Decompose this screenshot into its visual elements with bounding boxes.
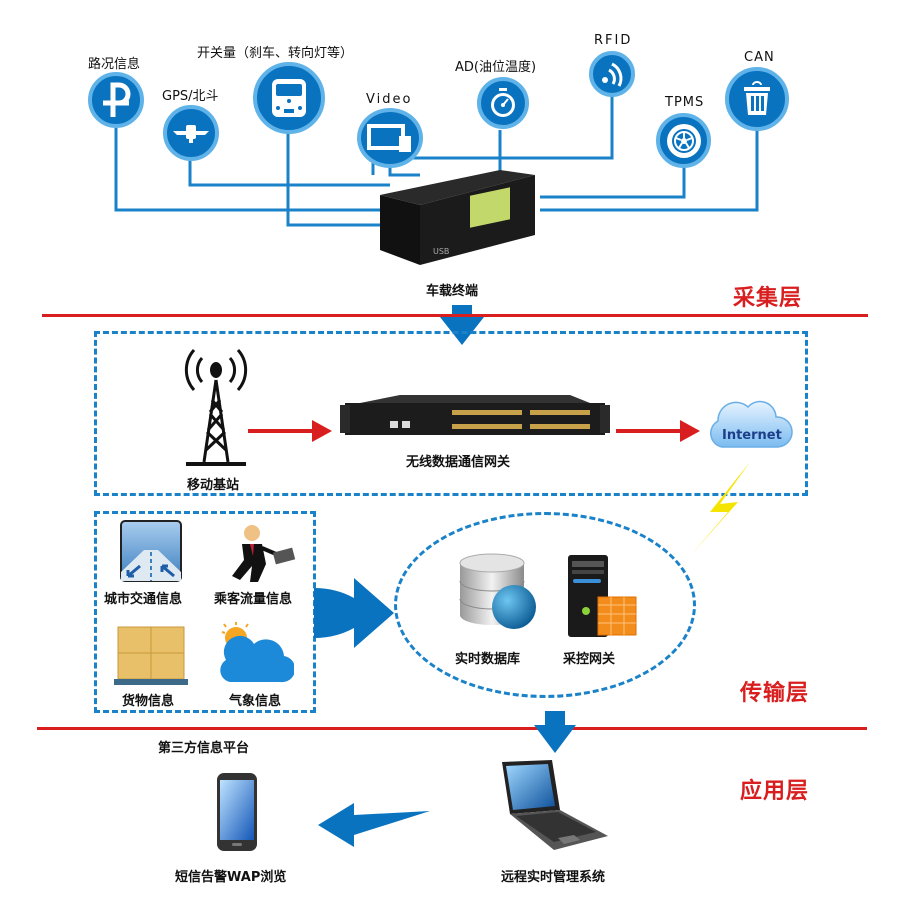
stopwatch-icon [491,88,515,117]
down-arrow-1 [440,305,484,345]
third-party-to-server-arrow [314,578,394,648]
tpms-node [656,113,711,168]
video-node [357,108,423,168]
ad-label: AD(油位温度) [455,60,537,75]
transport-network-box [94,331,808,496]
can-label: CAN [744,50,775,65]
lightning-bolt-icon [690,462,750,556]
bus-icon [272,79,306,117]
ad-node [477,77,529,129]
vehicle-terminal-device: USB [380,170,535,265]
cargo-boxes-icon [114,626,188,685]
transport-layer-label: 传输层 [740,681,810,706]
server-group-ellipse [394,512,696,698]
tire-icon [666,123,701,158]
road-info-label: 路况信息 [88,57,141,72]
usb-label: USB [433,247,449,256]
vehicle-terminal-label: 车载终端 [426,284,479,299]
collection-layer-divider [42,314,868,317]
red-arrow-to-gateway [248,420,332,442]
rfid-signal-icon [602,62,623,87]
video-label: Video [366,92,413,107]
trash-icon [744,81,770,115]
management-system-label: 远程实时管理系统 [501,870,606,885]
wireless-gateway-device [340,395,610,435]
rfid-label: RFID [594,33,633,48]
road-icon [120,520,182,582]
down-arrow-2 [534,711,576,753]
control-gateway-label: 采控网关 [563,652,616,667]
collection-layer-label: 采集层 [733,286,803,311]
server-firewall-icon [568,555,637,637]
businessman-icon [232,525,296,582]
base-station-label: 移动基站 [187,478,240,493]
database-label: 实时数据库 [455,652,521,667]
switch-label: 开关量（刹车、转向灯等） [197,46,354,61]
can-node [725,67,789,131]
database-globe-icon [459,553,536,629]
internet-cloud-icon [710,400,793,448]
monitor-icon [367,124,411,152]
smartphone-icon [217,773,257,851]
application-layer-label: 应用层 [740,779,810,804]
road-info-node [88,72,144,128]
rfid-node [589,51,635,97]
parking-icon [103,82,131,117]
third-party-item-label: 货物信息 [122,694,175,709]
laptop-icon [502,760,608,850]
switch-node [253,62,325,134]
third-party-item-label: 气象信息 [229,694,282,709]
left-arrow [318,803,430,847]
third-party-item-label: 乘客流量信息 [214,592,293,607]
mobile-app-label: 短信告警WAP浏览 [175,870,287,885]
internet-label: Internet [722,428,782,443]
red-arrow-to-internet [616,420,700,442]
application-layer-divider [37,727,867,730]
weather-icon [220,622,294,683]
gateway-label: 无线数据通信网关 [406,455,511,470]
tpms-label: TPMS [665,95,705,110]
gps-node [163,105,219,161]
base-station-tower-icon [184,349,248,466]
gps-label: GPS/北斗 [162,89,219,104]
sensor-connector-lines [114,96,759,227]
third-party-title: 第三方信息平台 [158,741,250,756]
third-party-item-label: 城市交通信息 [104,592,183,607]
satellite-icon [173,125,209,143]
